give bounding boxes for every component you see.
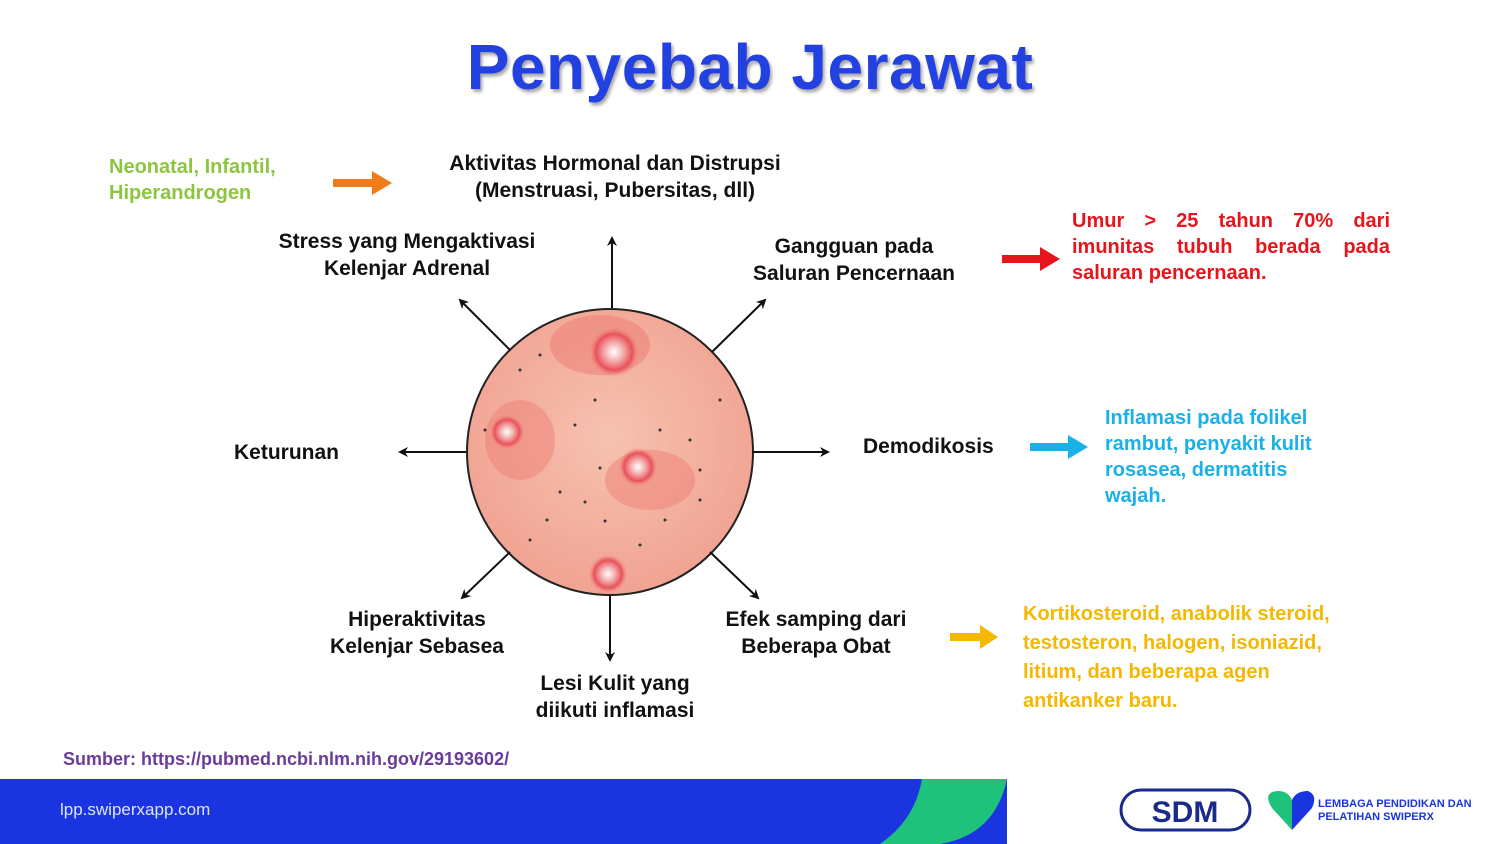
source-citation: Sumber: https://pubmed.ncbi.nlm.nih.gov/… [63, 749, 510, 769]
note-digestive: Umur > 25 tahun 70% dari imunitas tubuh … [1072, 210, 1390, 284]
cause-digestive: Gangguan pada Saluran Pencernaan [753, 235, 955, 285]
footer-bar [0, 779, 1007, 844]
note-drugs: Kortikosteroid, anabolik steroid, testos… [1023, 603, 1330, 712]
cause-arrows [398, 236, 830, 662]
cause-drugs: Efek samping dari Beberapa Obat [725, 608, 907, 658]
footer-site: lpp.swiperxapp.com [60, 800, 211, 819]
cause-sebaceous: Hiperaktivitas Kelenjar Sebasea [330, 608, 504, 658]
page-title: Penyebab Jerawat [466, 31, 1034, 103]
note-demodicosis: Inflamasi pada folikel rambut, penyakit … [1105, 407, 1312, 507]
note-arrows [333, 171, 1088, 649]
cause-stress: Stress yang Mengaktivasi Kelenjar Adrena… [278, 230, 536, 280]
sdm-logo: SDM [1119, 788, 1252, 832]
cause-lesion: Lesi Kulit yang diikuti inflamasi [535, 672, 695, 722]
cause-hormonal: Aktivitas Hormonal dan Distrupsi (Menstr… [449, 152, 781, 202]
svg-text:SDM: SDM [1152, 796, 1219, 829]
footer-green-accent [880, 779, 1007, 844]
lpp-logo-text: LEMBAGA PENDIDIKAN DAN PELATIHAN SWIPERX [1318, 798, 1472, 823]
note-hormonal: Neonatal, Infantil, Hiperandrogen [109, 156, 276, 204]
cause-heredity: Keturunan [234, 441, 339, 464]
lpp-heart-logo [1268, 791, 1315, 830]
cause-demodicosis: Demodikosis [863, 435, 994, 458]
